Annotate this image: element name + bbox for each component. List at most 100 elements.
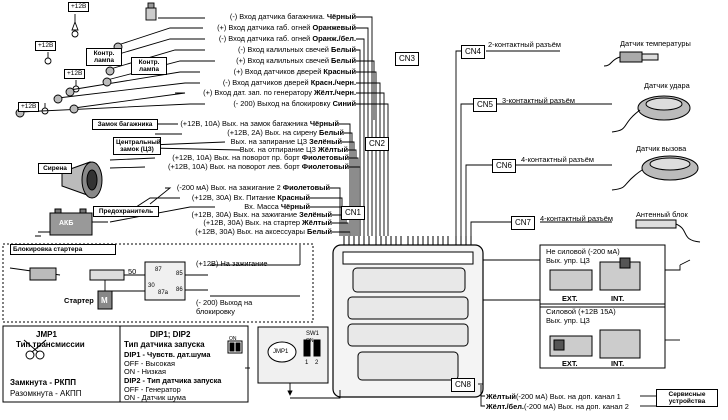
cn2-tag: CN2 [365,137,390,151]
cn2-line-5: (+12В, 10А) Вых. на поворот лев. борт Фи… [168,162,349,171]
jmp1-open: Разомкнута - АКПП [10,389,82,398]
cn4-text: 2-контактный разъём [488,40,561,49]
relay-30: 30 [148,283,155,289]
starter-label: Стартер [64,296,94,305]
cn3-line-3: (-) Вход калильных свечей Белый [237,45,356,54]
jmp1-sub: Тип трансмиссии [16,340,85,349]
cn8-line-2: Жёлт./бел.(-200 мА) Вых. на доп. канал 2 [486,402,629,411]
plus12-a-label: +12В [35,41,57,51]
call-sensor-label: Датчик вызова [636,144,687,153]
control-unit [332,236,484,398]
cn1-line-4: (+12В, 30А) Вых. на стартер Жёлтый [203,218,332,227]
jmp1-title: JMP1 [36,330,57,339]
relay-87a: 87a [158,290,169,296]
temp-sensor-icon [603,51,659,67]
sw1-1: 1 [305,360,309,366]
cn2-line-1: (+12В, 2А) Вых. на сирену Белый [227,128,344,137]
on-small-label: ON [229,336,237,342]
np-ext: EXT. [562,294,578,303]
cn3-line-7: (+) Вход дат. зап. по генератору Жёлт./ч… [203,88,356,97]
call-sensor-icon [611,155,699,191]
cn5-text: 3-контактный разъём [502,96,575,105]
temp-sensor-label: Датчик температуры [620,39,691,48]
cn1-wires [109,187,351,236]
sensors-left [15,42,123,118]
plus12-c-label: +12В [18,102,40,112]
cn7-text: 4-контактный разъём [540,214,613,223]
antenna-label: Антенный блок [636,210,688,219]
dip1-off: OFF - Высокая [124,359,175,368]
dip2-on: ON - Датчик шума [124,393,186,402]
p-ext: EXT. [562,359,578,368]
cn8-tag: CN8 [451,378,476,392]
jmp1-closed: Замкнута - РКПП [10,378,76,387]
cn2-line-4: (+12В, 10А) Вых. на поворот пр. борт Фио… [172,153,349,162]
sw1-board [245,326,341,399]
right-wires [455,50,656,407]
cn1-line-2: Вх. Масса Чёрный [244,202,310,211]
np-sub: Вых. упр. ЦЗ [546,256,590,265]
kontr-lampa-2: Контр. лампа [131,57,167,75]
siren-icon [61,161,103,199]
cn1-line-1: (+12В, 30А) Вх. Питание Красный [191,193,310,202]
cn3-line-1: (+) Вход датчика габ. огней Оранжевый [217,23,356,32]
cn7-tag: CN7 [511,216,536,230]
dip2-off: OFF - Генератор [124,385,181,394]
plus12-sources [41,2,157,115]
kontr-lampa-1: Контр. лампа [86,48,122,66]
cn8-line-1: Жёлтый(-200 мА) Вых. на доп. канал 1 [486,392,621,401]
predohranitel-label: Предохранитель [93,206,159,217]
cn3-line-2: (-) Вход датчика габ. огней Оранж./бел. [218,34,356,43]
battery-icon [35,208,108,237]
zamok-bag-label: Замок багажника [92,119,158,130]
cn3-line-5: (+) Вход датчиков дверей Красный [233,67,356,76]
sw1-on: ON [306,338,314,344]
shock-sensor-label: Датчик удара [644,81,690,90]
cn1-line-5: (+12В, 30А) Вых. на аксессуары Белый [195,227,332,236]
cz-nonpower-box [539,244,691,308]
cn4-tag: CN4 [461,45,486,59]
plus12-b-label: +12В [64,69,86,79]
antenna-icon [635,219,701,243]
cn3-line-6: (-) Вход датчиков дверей Красн./черн. [222,78,356,87]
plus12-top-label: +12В [68,2,90,12]
np-title: Не силовой (-200 мА) [546,247,620,256]
cn1-line-0: (-200 мА) Вых. на зажигание 2 Фиолетовый [176,183,330,192]
cn1-tag: CN1 [341,206,366,220]
jmp-small-label: JMP1 [273,349,289,355]
cn3-line-0: (-) Вход датчика багажника. Чёрный [229,12,356,21]
service-box: Сервисные устройства [656,389,718,407]
motor-label: M [101,296,108,305]
shock-sensor-icon [611,95,691,133]
dip1-label: DIP1 - Чувств. дат.шума [124,350,211,359]
dip1-on: ON - Низкая [124,367,167,376]
p-title: Силовой (+12В 15А) [546,307,616,316]
p-sub: Вых. упр. ЦЗ [546,316,590,325]
jmp-dip-frame [2,325,249,403]
dip-title: DIP1; DIP2 [150,330,191,339]
akb-label: АКБ [59,220,74,227]
dip2-label: DIP2 - Тип датчика запуска [124,376,222,385]
cz-power-box [539,303,680,369]
starter-block-title: Блокировка стартера [10,244,116,255]
cn6-text: 4-контактный разъём [521,155,594,164]
relay-85: 85 [176,271,183,277]
centr-zamok-label: Центральный замок (ЦЗ) [113,137,161,155]
relay-87: 87 [155,267,162,273]
cn2-line-3: Вых. на отпирание ЦЗ Жёлтый [239,145,348,154]
np-int: INT. [611,294,625,303]
starter-ign-text: (+12В) На зажигание [196,259,268,268]
starter-block-text: (- 200) Выход на блокировку [196,298,253,316]
sw1-title: SW1 [306,331,320,337]
sirena-label: Сирена [38,163,72,174]
cn2-line-2: Вых. на запирание ЦЗ Зелёный [230,137,342,146]
cn1-line-3: (+12В, 30А) Вых. на зажигание Зелёный [191,210,332,219]
cn3-line-8: (- 200) Выход на блокировку Синий [233,99,356,108]
cn5-tag: CN5 [473,98,498,112]
cn6-tag: CN6 [492,159,517,173]
relay-num-50: 50 [128,267,137,276]
cn2-line-0: (+12В, 10А) Вых. на замок багажника Чёрн… [180,119,339,128]
dip-sub: Тип датчика запуска [124,340,205,349]
cn3-line-4: (+) Вход калильных свечей Белый [236,56,356,65]
